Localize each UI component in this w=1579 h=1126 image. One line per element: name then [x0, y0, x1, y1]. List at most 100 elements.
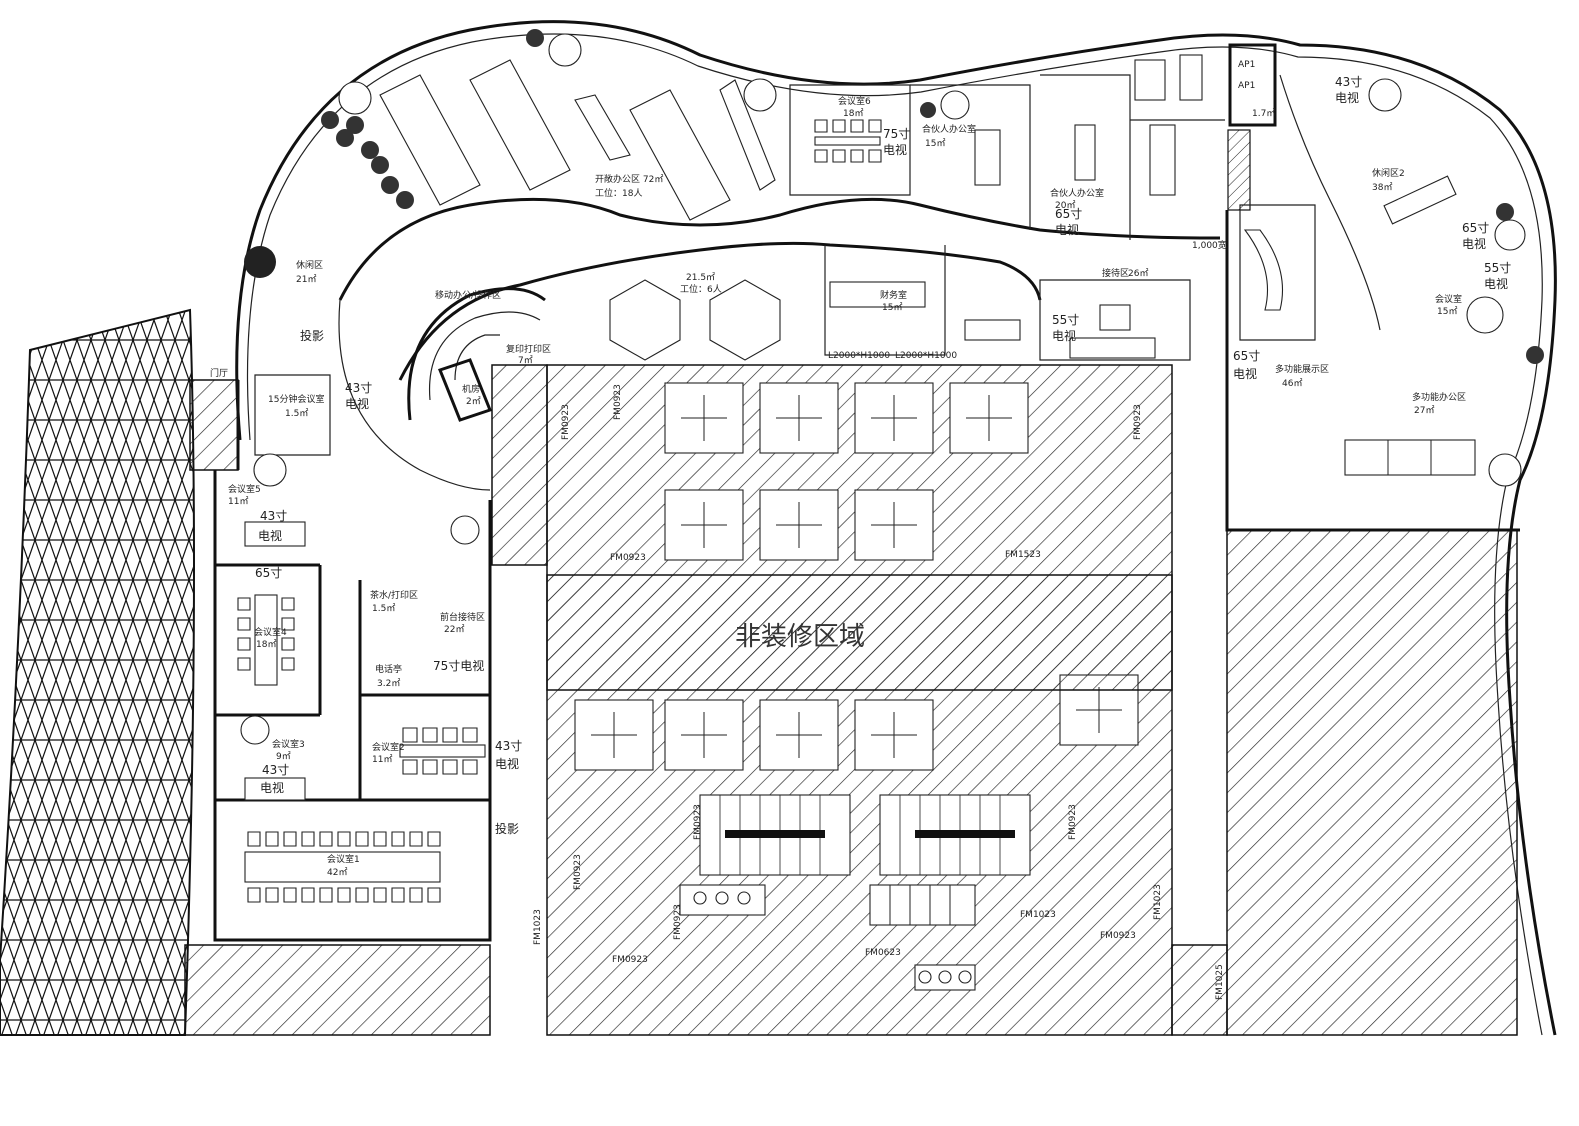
label-meeting3-area: 9㎡ [276, 751, 291, 762]
label-projector1: 投影 [300, 328, 324, 343]
label-door-code15: FM1025 [1215, 964, 1225, 1000]
meeting2-furniture [399, 727, 486, 775]
label-door-code5: FM0923 [693, 804, 703, 840]
label-tv43-m2: 43寸 [495, 739, 522, 753]
label-meeting1: 会议室1 [327, 853, 360, 865]
label-finance: 财务室 [880, 289, 907, 301]
label-partner1-area: 15㎡ [925, 138, 945, 149]
label-door-code6: FM0923 [1068, 804, 1078, 840]
meeting6-furniture [789, 84, 911, 196]
ap-shaft [1227, 43, 1277, 211]
label-tv43-m2b: 电视 [495, 756, 519, 771]
label-office-area: 21.5㎡ [686, 272, 715, 283]
label-door-code12: FM0623 [865, 948, 901, 958]
toilet-block [679, 884, 976, 991]
label-meeting2: 会议室2 [372, 741, 405, 753]
label-print-area: 复印打印区 [506, 343, 551, 355]
label-print-area-size: 7㎡ [518, 355, 533, 366]
label-non-reno: 非装修区域 [735, 622, 865, 652]
label-meeting5: 会议室5 [228, 483, 261, 495]
label-tv43-m5b: 电视 [258, 528, 282, 543]
label-pantry: 茶水/打印区 [370, 589, 418, 601]
label-tv43-m3: 43寸 [262, 763, 289, 777]
label-tv43-left: 43寸 [345, 381, 372, 395]
label-meeting1-area: 42㎡ [327, 867, 347, 878]
label-lounge2: 休闲区2 [1372, 167, 1405, 179]
label-dim2: L2000*H1000 [895, 351, 957, 361]
meeting3-table [244, 777, 306, 801]
lobby-rings [407, 287, 546, 422]
label-projector2: 投影 [495, 821, 519, 836]
label-reception2: 前台接待区 [440, 611, 485, 623]
stairs [699, 794, 1031, 876]
label-tv55-recep: 55寸 [1052, 313, 1079, 327]
label-ap-area: 1.7㎡ [1252, 108, 1275, 119]
right-wing [1225, 74, 1526, 532]
bottom-right-hatch [1171, 944, 1228, 1036]
label-tv65-display: 65寸 [1233, 349, 1260, 363]
label-door-code16: FM1023 [1020, 910, 1056, 920]
label-office-seats: 工位：6人 [680, 283, 722, 295]
plants [244, 29, 1544, 364]
labels: 开敞办公区 72㎡ 工位：18人 会议室6 18㎡ 75寸 电视 合伙人办公室 … [210, 60, 1511, 1000]
left-wedge-hatch [189, 379, 239, 471]
label-meeting6: 会议室6 [838, 95, 871, 107]
bottom-left-hatch [184, 944, 491, 1036]
label-meeting4-area: 18㎡ [256, 639, 276, 650]
label-server-area: 2㎡ [466, 396, 481, 407]
label-tv65-right2: 电视 [1462, 236, 1486, 251]
corridor-wall-lower [398, 241, 1042, 381]
label-door-code4: FM0923 [1133, 404, 1143, 440]
label-tv55-right: 55寸 [1484, 261, 1511, 275]
label-partner2: 合伙人办公室 [1050, 187, 1104, 199]
meeting1-furniture [244, 831, 441, 903]
label-finance-area: 15㎡ [882, 302, 902, 313]
workstation-clusters [609, 279, 781, 361]
right-hatch [1226, 529, 1518, 1036]
core-left-strip [491, 364, 548, 566]
label-multi-display-area: 46㎡ [1282, 378, 1302, 389]
label-pantry-area: 1.5㎡ [372, 603, 395, 614]
curve-lobby [338, 299, 491, 491]
label-phonebooth15: 15分钟会议室 [268, 393, 324, 405]
label-meeting2-area: 11㎡ [372, 754, 392, 765]
label-server: 机房 [462, 383, 480, 395]
label-phone-room-area: 3.2㎡ [377, 678, 400, 689]
label-mobile-office: 移动办公/操作区 [435, 289, 501, 301]
label-lounge1-area: 21㎡ [296, 274, 316, 285]
label-multi-office-area: 27㎡ [1414, 405, 1434, 416]
label-tv55-recep2: 电视 [1052, 328, 1076, 343]
label-lounge1: 休闲区 [296, 259, 323, 271]
label-reception-area: 26㎡ [1128, 268, 1148, 279]
label-door-code11: FM0923 [1100, 931, 1136, 941]
label-tv43-m5: 43寸 [260, 509, 287, 523]
label-open-office: 开敞办公区 72㎡ [595, 173, 663, 185]
label-tv43-right2: 电视 [1335, 90, 1359, 105]
label-multi-display: 多功能展示区 [1275, 363, 1329, 375]
label-tv55-right2: 电视 [1484, 276, 1508, 291]
partner-offices [910, 54, 1225, 240]
meeting5-table [244, 521, 306, 547]
label-tv65-right: 65寸 [1462, 221, 1489, 235]
reception-desk [1039, 279, 1191, 361]
label-meeting6-area: 18㎡ [843, 108, 863, 119]
planters [240, 33, 970, 745]
label-door-code2: FM0923 [613, 384, 623, 420]
open-office-desks [379, 59, 776, 221]
label-phonebooth15-area: 1.5㎡ [285, 408, 308, 419]
label-reception2-area: 22㎡ [444, 624, 464, 635]
meeting4-furniture [237, 594, 295, 686]
label-tv65-m4: 65寸 [255, 566, 282, 580]
label-open-office-seats: 工位：18人 [595, 187, 642, 199]
label-door-code8: FM0923 [573, 854, 583, 890]
label-door-code10: FM0923 [612, 955, 648, 965]
label-door-code14: FM1023 [1153, 884, 1163, 920]
label-tv75-top: 75寸 [883, 127, 910, 141]
label-meeting5-area: 11㎡ [228, 496, 248, 507]
label-door-code1: FM0923 [610, 553, 646, 563]
label-tv65-partner: 65寸 [1055, 207, 1082, 221]
label-door-code3: FM0923 [561, 404, 571, 440]
corridor-wall-upper [338, 197, 1221, 301]
label-door-code9: FM0923 [673, 904, 683, 940]
